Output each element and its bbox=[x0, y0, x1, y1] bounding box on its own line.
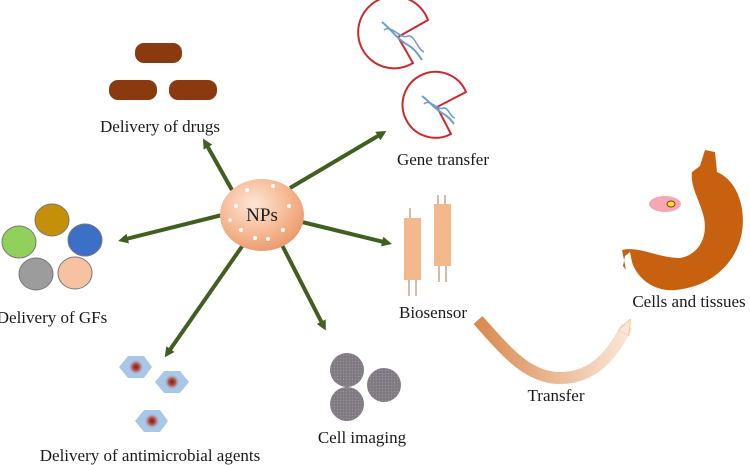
gf-particle bbox=[18, 257, 54, 291]
np-dots bbox=[228, 184, 291, 241]
drug-pill bbox=[169, 80, 217, 100]
biosensor-electrode bbox=[404, 218, 421, 280]
imaging-particle bbox=[367, 368, 401, 402]
gf-particle bbox=[67, 223, 103, 257]
gf-particle bbox=[1, 225, 37, 259]
drugs-group: Delivery of drugs bbox=[100, 43, 220, 136]
cells-tissues-label: Cells and tissues bbox=[632, 292, 745, 311]
gf-particle bbox=[34, 203, 70, 237]
arrow-to-gene bbox=[288, 130, 387, 190]
biosensor-label: Biosensor bbox=[399, 303, 467, 322]
gfs-label: Delivery of GFs bbox=[0, 308, 107, 327]
stomach-icon bbox=[622, 150, 743, 291]
cell-nucleus-icon bbox=[666, 200, 676, 208]
antimicrobial-label: Delivery of antimicrobial agents bbox=[40, 446, 260, 465]
antimicrobial-group: Delivery of antimicrobial agents bbox=[40, 356, 260, 465]
arrow-to-imaging bbox=[280, 244, 326, 331]
np-sphere bbox=[220, 179, 304, 251]
transfer-arrow-group: Transfer bbox=[473, 315, 633, 405]
gf-particle bbox=[57, 256, 93, 290]
cells-tissues-group: Cells and tissues bbox=[622, 150, 746, 311]
imaging-group: Cell imaging bbox=[318, 353, 407, 447]
drugs-label: Delivery of drugs bbox=[100, 117, 220, 136]
hub-arrows bbox=[118, 130, 392, 358]
arrow-to-antimicrobial bbox=[164, 243, 245, 358]
imaging-label: Cell imaging bbox=[318, 428, 407, 447]
dna-icon bbox=[421, 95, 455, 125]
cell-icon bbox=[649, 196, 681, 212]
transfer-arrow bbox=[473, 315, 633, 385]
np-hub: NPs bbox=[220, 179, 304, 251]
biosensor-group: Biosensor bbox=[399, 195, 467, 322]
imaging-particle bbox=[330, 387, 364, 421]
drug-pill bbox=[135, 43, 182, 63]
drug-pill bbox=[109, 80, 157, 100]
np-hub-label: NPs bbox=[246, 205, 278, 226]
arrow-to-biosensor bbox=[301, 220, 392, 247]
biosensor-electrode bbox=[434, 204, 451, 266]
transfer-label: Transfer bbox=[528, 386, 585, 405]
imaging-particle bbox=[330, 353, 364, 387]
gfs-group: Delivery of GFs bbox=[0, 203, 107, 327]
arrow-to-drugs bbox=[203, 138, 234, 191]
arrow-to-gfs bbox=[118, 213, 223, 244]
gene-transfer-group: Gene transfer bbox=[357, 0, 489, 169]
gene-transfer-label: Gene transfer bbox=[397, 150, 489, 169]
